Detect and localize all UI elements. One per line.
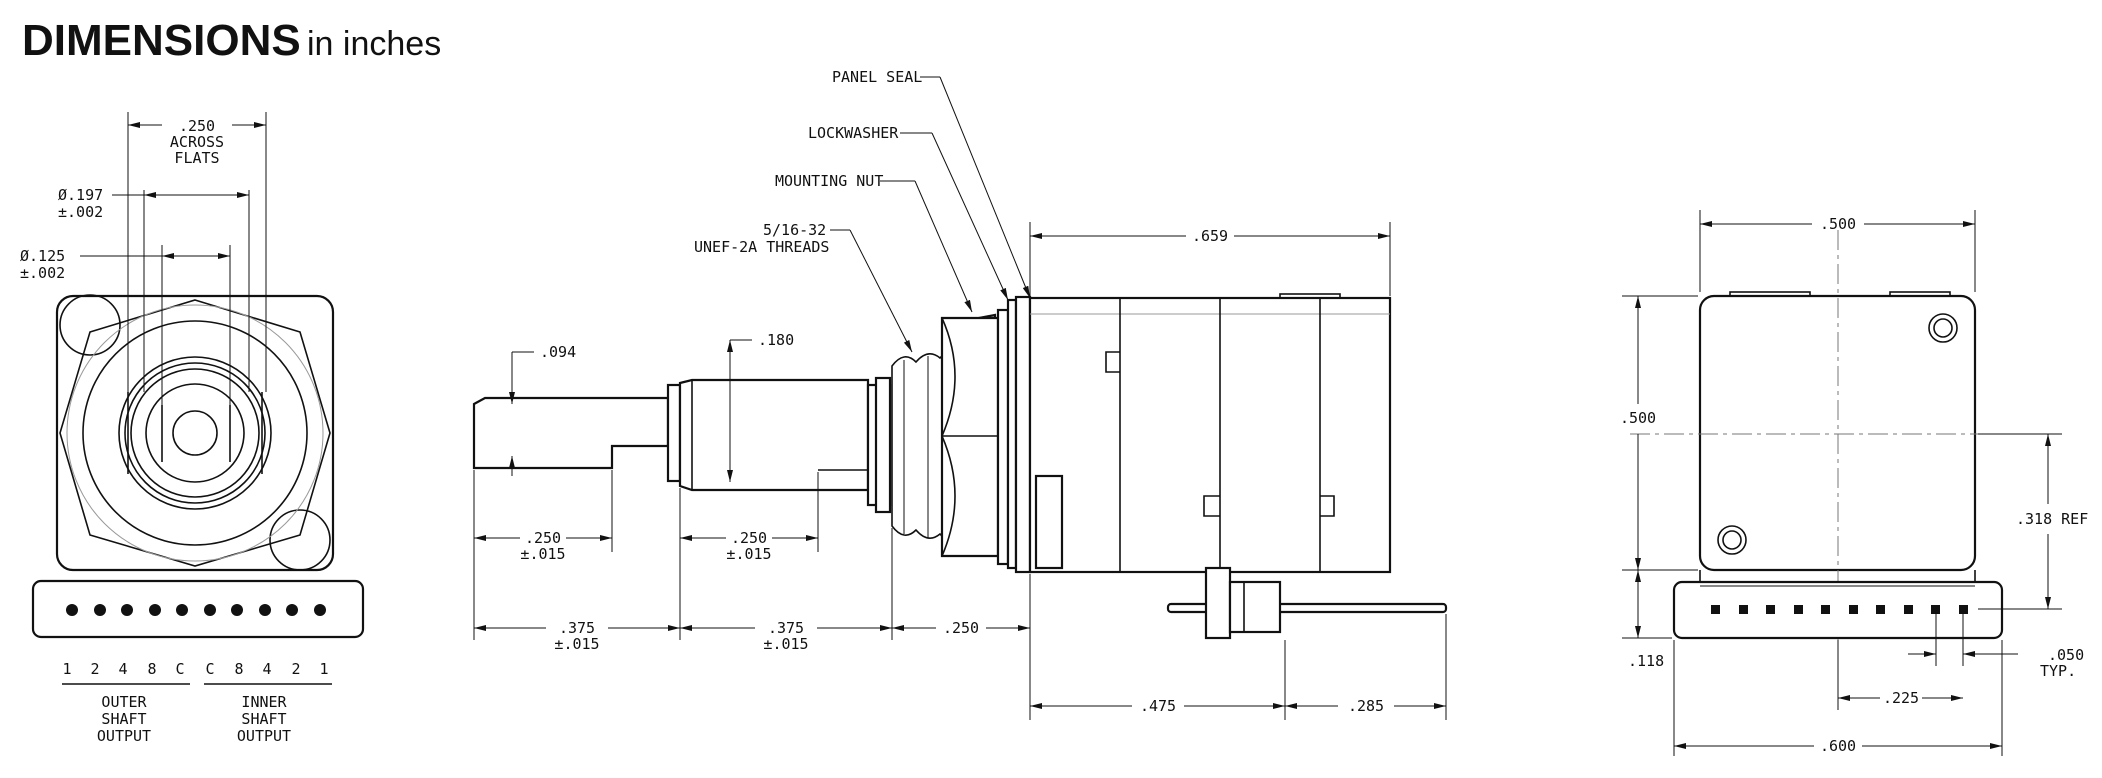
dim-across-flats-label-1: ACROSS bbox=[170, 133, 224, 151]
terminal-pins-front bbox=[66, 604, 326, 616]
front-view: .250 ACROSS FLATS Ø.197 ±.002 Ø.125 ±.00… bbox=[20, 112, 365, 745]
caption-outer-3: OUTPUT bbox=[97, 727, 151, 745]
caption-inner-3: OUTPUT bbox=[237, 727, 291, 745]
dim-inner-shaft-dia: Ø.125 bbox=[20, 247, 65, 265]
side-view: PANEL SEAL LOCKWASHER MOUNTING NUT 5/16-… bbox=[472, 68, 1448, 720]
pin-label-inner-5: 1 bbox=[319, 660, 328, 678]
page-title: DIMENSIONS bbox=[22, 16, 301, 65]
dim-overall-width: .600 bbox=[1820, 737, 1856, 755]
dim-outer-shaft-len-tol: ±.015 bbox=[554, 635, 599, 653]
pin-label-inner-2: 8 bbox=[234, 660, 243, 678]
caption-inner-2: SHAFT bbox=[241, 710, 286, 728]
terminal-pins-rear bbox=[1711, 605, 1968, 614]
caption-inner-1: INNER bbox=[241, 693, 287, 711]
dim-inner-flat-len: .250 bbox=[731, 529, 767, 547]
dim-pin-pitch: .050 bbox=[2048, 646, 2084, 664]
pin-label-inner-1: C bbox=[205, 660, 214, 678]
dim-outer-shaft-tol: ±.002 bbox=[58, 203, 103, 221]
dim-outer-shaft-len: .375 bbox=[559, 619, 595, 637]
dim-rear-height: .500 bbox=[1620, 409, 1656, 427]
dim-rear-width: .500 bbox=[1820, 215, 1856, 233]
dim-bushing-dia: .180 bbox=[758, 331, 794, 349]
callout-panel-seal: PANEL SEAL bbox=[832, 68, 922, 86]
page-subtitle: in inches bbox=[307, 25, 441, 63]
callout-mounting-nut: MOUNTING NUT bbox=[775, 172, 883, 190]
dim-inner-shaft-len-tol: ±.015 bbox=[763, 635, 808, 653]
callout-threads-1: 5/16-32 bbox=[763, 221, 826, 239]
pin-label-inner-3: 4 bbox=[262, 660, 271, 678]
dim-outer-shaft-dia: Ø.197 bbox=[58, 186, 103, 204]
dim-inner-shaft-tol: ±.002 bbox=[20, 264, 65, 282]
dim-body-length: .659 bbox=[1192, 227, 1228, 245]
dim-pin-span: .225 bbox=[1883, 689, 1919, 707]
dim-outer-flat-tol: ±.015 bbox=[520, 545, 565, 563]
pin-label-inner-4: 2 bbox=[291, 660, 300, 678]
pin-label-outer-2: 2 bbox=[90, 660, 99, 678]
dim-rear-base: .118 bbox=[1628, 652, 1664, 670]
pin-label-outer-5: C bbox=[175, 660, 184, 678]
dim-across-flats-label-2: FLATS bbox=[174, 149, 219, 167]
pin-label-outer-1: 1 bbox=[62, 660, 71, 678]
dim-pin-pitch-typ: TYP. bbox=[2040, 662, 2076, 680]
dim-rear-ref: .318 REF bbox=[2016, 510, 2088, 528]
dim-pin-extension: .285 bbox=[1348, 697, 1384, 715]
callout-threads-2: UNEF-2A THREADS bbox=[694, 238, 829, 256]
dim-outer-flat-len: .250 bbox=[525, 529, 561, 547]
caption-outer-1: OUTER bbox=[101, 693, 147, 711]
callout-lockwasher: LOCKWASHER bbox=[808, 124, 899, 142]
dim-inner-flat-tol: ±.015 bbox=[726, 545, 771, 563]
dim-across-flats-value: .250 bbox=[179, 117, 215, 135]
rear-view: .500 .500 .118 .318 REF .050 TYP. .225 bbox=[1620, 210, 2088, 756]
dim-pin-to-panel: .475 bbox=[1140, 697, 1176, 715]
caption-outer-2: SHAFT bbox=[101, 710, 146, 728]
dim-inner-shaft-len: .375 bbox=[768, 619, 804, 637]
pin-label-outer-3: 4 bbox=[118, 660, 127, 678]
pin-label-outer-4: 8 bbox=[147, 660, 156, 678]
dim-bushing-len: .250 bbox=[943, 619, 979, 637]
dim-flat-depth: .094 bbox=[540, 343, 576, 361]
